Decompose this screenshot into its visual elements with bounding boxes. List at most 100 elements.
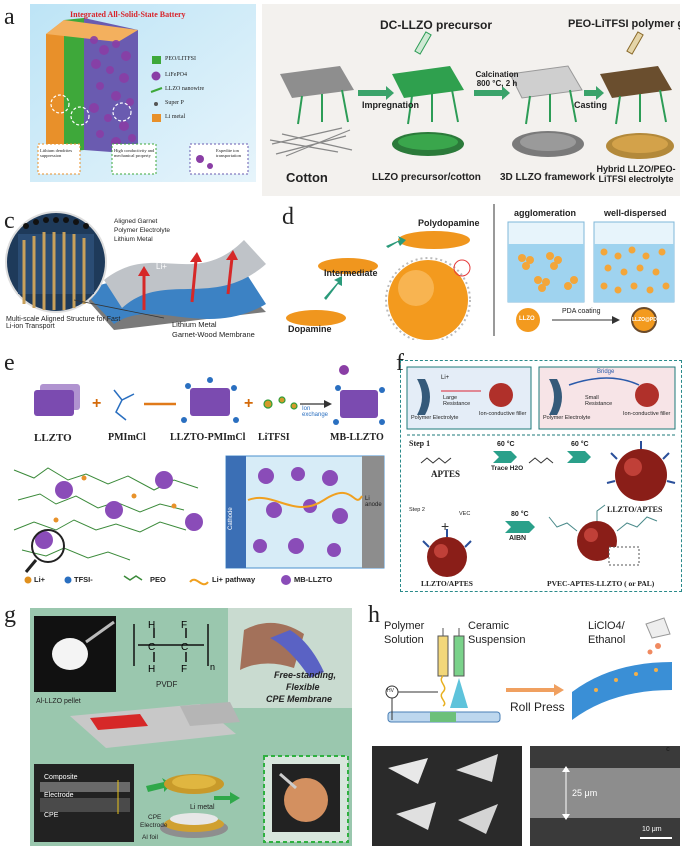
svg-text:n: n — [210, 662, 215, 672]
panel-d-label-0: Polydopamine — [418, 218, 480, 228]
panel-h: Polymer Solution Ceramic Suspension HV L… — [366, 608, 680, 848]
panel-g: H C H F C F n Al-LLZO pellet PVDF — [30, 608, 352, 846]
panel-b-step-0: Impregnation — [362, 100, 420, 110]
panel-e-row-label-2: LLZTO-PMImCl — [170, 432, 246, 443]
panel-letter-a: a — [4, 4, 15, 30]
panel-f-step2: Step 2 — [409, 507, 425, 513]
panel-a-legend-2: LLZO nanowire — [165, 86, 205, 92]
panel-g-membrane-2: CPE Membrane — [266, 694, 333, 704]
panel-a-callout-1: High conductivity and mechanical propert… — [114, 148, 155, 158]
panel-b-bottom-2: 3D LLZO framework — [500, 172, 596, 183]
panel-h-ceramic-1: Suspension — [468, 634, 526, 646]
panel-f: + Li+ Large Resistance Polymer Electroly… — [400, 360, 682, 592]
panel-b-step-1: Calcination 800 °C, 2 h — [475, 70, 519, 88]
panel-f-llzto-aptes-2: LLZTO/APTES — [421, 579, 473, 588]
svg-text:+: + — [92, 395, 101, 412]
panel-e-exchange: Ion exchange — [302, 406, 329, 418]
panel-g-stack-2: Electrode — [140, 822, 168, 829]
panel-f-cond2: 60 °C — [571, 441, 589, 448]
panel-h-ceramic-0: Ceramic — [468, 620, 509, 632]
panel-h-figure — [372, 617, 680, 846]
panel-e: + + — [4, 350, 390, 590]
panel-g-sem-0: Composite — [44, 774, 78, 781]
panel-e-legend-0: Li+ — [34, 575, 46, 584]
panel-a-legend-0: PEO/LITFSI — [165, 56, 197, 62]
panel-g-membrane-0: Free-standing, — [274, 670, 337, 680]
panel-b-step-2: Casting — [574, 100, 608, 110]
panel-f-cond3-temp: 80 °C — [511, 511, 529, 518]
panel-g-membrane-1: Flexible — [286, 682, 320, 692]
panel-f-box2-filler: Ion-conductive filler — [623, 411, 671, 417]
li-metal-layer — [46, 20, 64, 164]
panel-d-coating: PDA coating — [562, 308, 601, 315]
panel-f-cond1-water: Trace H2O — [491, 465, 524, 472]
panel-h-polymer-1: Solution — [384, 634, 424, 646]
panel-b-bottom-3: Hybrid LLZO/PEO-LiTFSI electrolyte — [596, 164, 676, 184]
panel-h-salt-1: Ethanol — [588, 634, 626, 646]
panel-letter-h: h — [368, 602, 380, 628]
panel-d-right-title-0: agglomeration — [514, 208, 577, 218]
svg-text:H: H — [148, 620, 155, 631]
panel-c-bottom-right-1: Garnet-Wood Membrane — [172, 330, 255, 339]
panel-b-figure — [269, 31, 674, 159]
panel-c-callout-2: Lithium Metal — [114, 236, 153, 243]
panel-b: DC-LLZO precursor PEO-LiTFSI polymer gel… — [262, 4, 680, 196]
panel-h-scale: 10 μm — [642, 826, 662, 833]
panel-a-legend-3: Super P — [165, 100, 184, 106]
panel-b-bottom-0: Cotton — [286, 170, 328, 185]
panel-e-anode: Li anode — [365, 496, 382, 508]
panel-g-stack-3: Al foil — [142, 834, 158, 841]
panel-f-box2-resistance: Small Resistance — [585, 395, 613, 407]
panel-e-legend-3: Li+ pathway — [212, 575, 256, 584]
panel-c-bottom-right-0: Lithium Metal — [172, 320, 217, 329]
panel-d-right-title-1: well-dispersed — [604, 208, 667, 218]
panel-f-cond1-temp: 60 °C — [497, 441, 515, 448]
svg-text:+: + — [441, 518, 449, 534]
panel-c-callout-1: Polymer Electrolyte — [114, 227, 170, 234]
panel-c-bottom-left: Multi-scale Aligned Structure for Fast L… — [6, 316, 121, 330]
panel-a-callout-2: Expedite ion transportation — [216, 148, 241, 158]
panel-g-sem-1: Electrode — [44, 792, 74, 799]
panel-e-row-label-1: PMImCl — [108, 432, 146, 443]
panel-letter-e: e — [4, 350, 15, 376]
panel-d-figure — [286, 204, 675, 340]
panel-h-press: Roll Press — [510, 700, 565, 714]
panel-h-sem-letter: c — [666, 746, 670, 753]
svg-text:C: C — [181, 642, 188, 653]
panel-a-legend-4: Li metal — [165, 114, 186, 120]
panel-c-figure — [5, 211, 266, 330]
panel-f-cond3-aibn: AIBN — [509, 535, 527, 542]
panel-d-llzo: LLZO — [519, 316, 535, 322]
panel-letter-g: g — [4, 602, 16, 628]
panel-g-figure: H C H F C F n — [34, 608, 352, 843]
panel-c-callout-0: Aligned Garnet — [114, 218, 158, 225]
panel-b-top-1: PEO-LiTFSI polymer gel — [568, 18, 680, 30]
panel-a-figure — [30, 4, 256, 182]
svg-text:F: F — [181, 620, 187, 631]
panel-g-pellet: Al-LLZO pellet — [36, 698, 81, 705]
panel-d: Polydopamine Intermediate Dopamine agglo… — [278, 200, 680, 340]
panel-f-box1-ion: Li+ — [441, 375, 450, 381]
panel-g-sem-2: CPE — [44, 812, 59, 819]
panel-b-top-0: DC-LLZO precursor — [380, 18, 493, 32]
svg-text:C: C — [148, 642, 155, 653]
svg-text:+: + — [244, 395, 253, 412]
svg-text:F: F — [181, 664, 187, 675]
panel-letter-c: c — [4, 208, 15, 234]
panel-e-legend-1: TFSI- — [74, 575, 93, 584]
panel-f-vec: VEC — [459, 511, 471, 517]
panel-c: Aligned Garnet Polymer Electrolyte Lithi… — [4, 200, 268, 340]
panel-d-label-1: Intermediate — [324, 268, 378, 278]
panel-f-product: PVEC-APTES-LLZTO ( or PAL) — [547, 579, 655, 588]
panel-f-box1-resistance: Large Resistance — [443, 395, 471, 407]
panel-e-legend-2: PEO — [150, 575, 166, 584]
panel-f-box2-polymer: Polymer Electrolyte — [543, 415, 591, 421]
panel-a-legend-1: LiFePO4 — [165, 72, 188, 78]
panel-a: Integrated All-Solid-State Battery PEO/L… — [30, 4, 256, 182]
panel-c-ion: Li+ — [156, 262, 167, 271]
panel-f-figure: + — [406, 366, 676, 577]
panel-e-row-label-0: LLZTO — [34, 432, 72, 444]
panel-b-bottom-1: LLZO precursor/cotton — [372, 172, 481, 183]
panel-g-stack-0: Li metal — [190, 804, 215, 811]
panel-g-pvdf: PVDF — [156, 680, 178, 689]
